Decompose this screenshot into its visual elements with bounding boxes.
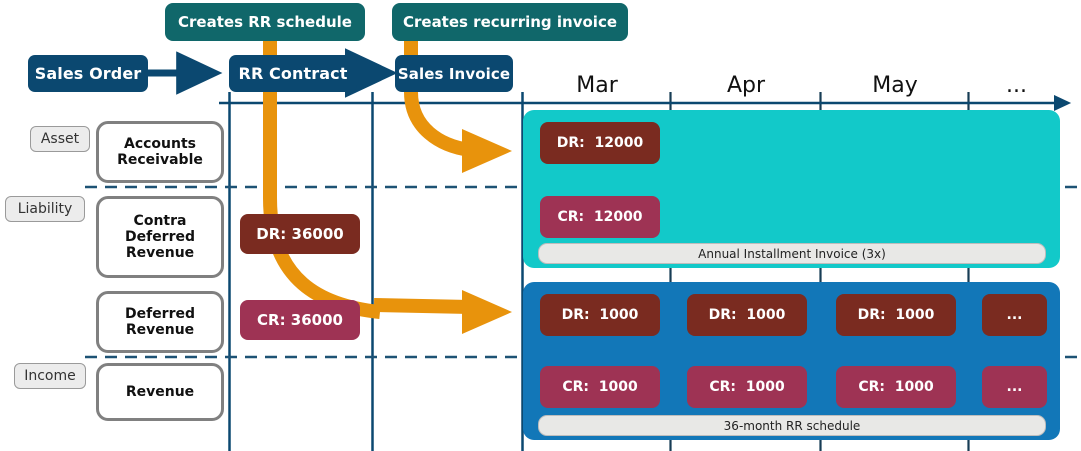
schedule-credit-pill-apr[interactable]: CR: 1000	[687, 366, 807, 408]
pill-label: ...	[1006, 379, 1023, 395]
flow-box-sales-invoice[interactable]: Sales Invoice	[395, 55, 513, 92]
month-label-apr: Apr	[671, 68, 821, 98]
pill-label: CR: 1000	[709, 379, 785, 395]
schedule-debit-pill-apr[interactable]: DR: 1000	[687, 294, 807, 336]
flow-box-rr-contract[interactable]: RR Contract	[229, 55, 357, 92]
contract-credit-pill[interactable]: CR: 36000	[240, 300, 360, 340]
pill-label: ...	[1006, 307, 1023, 323]
banner-label: Creates recurring invoice	[402, 13, 618, 31]
invoice-debit-pill-mar[interactable]: DR: 12000	[540, 122, 660, 164]
account-label: Revenue	[125, 383, 195, 400]
category-tag-asset: Asset	[30, 126, 90, 152]
schedule-block-caption: 36-month RR schedule	[538, 415, 1046, 436]
banner-creates-rr-schedule: Creates RR schedule	[165, 3, 365, 41]
banner-creates-recurring-invoice: Creates recurring invoice	[392, 3, 628, 41]
schedule-debit-pill-mar[interactable]: DR: 1000	[540, 294, 660, 336]
pill-label: CR: 12000	[557, 209, 643, 225]
pill-label: DR: 1000	[857, 307, 935, 323]
caption-label: 36-month RR schedule	[723, 418, 861, 433]
flow-box-label: RR Contract	[238, 64, 348, 83]
month-text: Mar	[576, 73, 618, 98]
caption-label: Annual Installment Invoice (3x)	[698, 246, 886, 261]
column-separators	[228, 92, 524, 451]
month-text: May	[872, 73, 918, 98]
orange-arrow-to-invoice-block	[404, 91, 512, 173]
invoice-credit-pill-mar[interactable]: CR: 12000	[540, 196, 660, 238]
schedule-credit-pill-may[interactable]: CR: 1000	[836, 366, 956, 408]
category-tag-income: Income	[14, 363, 86, 389]
category-label: Asset	[40, 131, 80, 147]
pill-label: DR: 1000	[561, 307, 639, 323]
pill-label: DR: 12000	[556, 135, 644, 151]
banner-label: Creates RR schedule	[178, 13, 352, 31]
flow-box-label: Sales Order	[34, 64, 142, 83]
pill-label: CR: 1000	[858, 379, 934, 395]
contract-debit-pill[interactable]: DR: 36000	[240, 214, 360, 254]
pill-label: DR: 1000	[708, 307, 786, 323]
pill-label: CR: 36000	[257, 311, 343, 329]
invoice-block-caption: Annual Installment Invoice (3x)	[538, 243, 1046, 264]
month-text: ...	[1006, 73, 1027, 98]
category-label: Income	[24, 368, 76, 384]
schedule-credit-pill-mar[interactable]: CR: 1000	[540, 366, 660, 408]
account-box-revenue[interactable]: Revenue	[96, 363, 224, 421]
month-text: Apr	[726, 73, 766, 98]
month-label-ellipsis: ...	[969, 68, 1064, 98]
schedule-debit-pill-may[interactable]: DR: 1000	[836, 294, 956, 336]
month-label-mar: Mar	[523, 68, 671, 98]
flow-box-label: Sales Invoice	[397, 64, 511, 83]
category-tag-liability: Liability	[5, 196, 85, 222]
flow-box-sales-order[interactable]: Sales Order	[28, 55, 148, 92]
month-label-may: May	[821, 68, 969, 98]
schedule-credit-pill-more[interactable]: ...	[982, 366, 1047, 408]
pill-label: DR: 36000	[256, 225, 344, 243]
pill-label: CR: 1000	[562, 379, 638, 395]
category-label: Liability	[17, 201, 73, 217]
schedule-debit-pill-more[interactable]: ...	[982, 294, 1047, 336]
